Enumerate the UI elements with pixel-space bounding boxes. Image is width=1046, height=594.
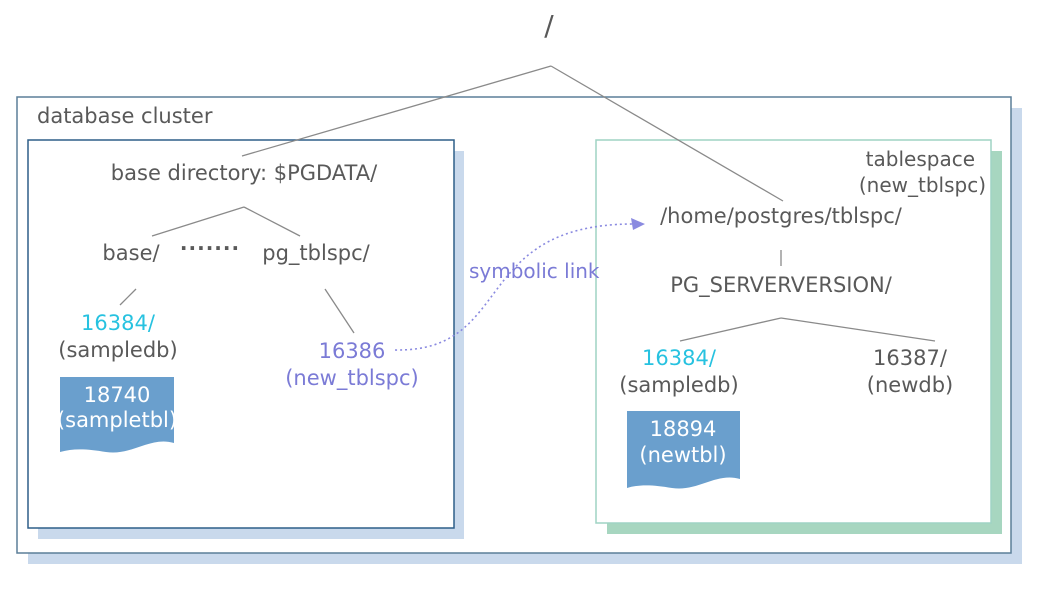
version-to-db1-line	[679, 317, 782, 342]
version-to-db2-line	[780, 317, 936, 342]
version-folder-label: PG_SERVERVERSION/	[670, 273, 892, 297]
pgtblspc-to-link-line	[324, 288, 355, 334]
newtbl-file-icon	[627, 411, 740, 489]
cluster-title: database cluster	[37, 104, 213, 128]
symbolic-link-curve	[394, 223, 633, 351]
base-directory-label: base directory: $PGDATA/	[110, 161, 378, 185]
base-to-db-line	[119, 288, 137, 306]
symbolic-link-arrowhead	[631, 218, 645, 230]
newtbl-name-label: (newtbl)	[639, 443, 727, 467]
root-to-base-line	[241, 65, 552, 157]
ellipsis: ·······	[179, 236, 241, 260]
sampletbl-oid-label: 18740	[83, 383, 151, 407]
basedir-to-base-line	[151, 206, 245, 237]
link-name-label: (new_tblspc)	[285, 366, 419, 390]
pg-tblspc-label: pg_tblspc/	[262, 241, 370, 265]
tablespace-name: (new_tblspc)	[858, 173, 986, 197]
root-to-tablespace-line	[550, 65, 784, 202]
db-name-label: (sampledb)	[58, 338, 178, 362]
link-oid-label: 16386	[318, 339, 386, 363]
basedir-to-pgtblspc-line	[243, 206, 301, 237]
db-oid-label: 16384/	[81, 311, 155, 335]
tablespace-path-label: /home/postgres/tblspc/	[660, 204, 902, 228]
root-label: /	[544, 9, 554, 42]
tablespace-title: tablespace	[865, 147, 975, 171]
sampletbl-file-icon	[60, 377, 174, 453]
db1-name-label: (sampledb)	[619, 373, 739, 397]
base-folder-label: base/	[102, 241, 160, 265]
db2-oid-label: 16387/	[873, 346, 947, 370]
symbolic-link-label: symbolic link	[469, 259, 600, 283]
base-box	[27, 139, 455, 529]
db1-oid-label: 16384/	[642, 346, 716, 370]
newtbl-oid-label: 18894	[649, 417, 717, 441]
db2-name-label: (newdb)	[866, 373, 954, 397]
sampletbl-name-label: (sampletbl)	[56, 408, 178, 432]
